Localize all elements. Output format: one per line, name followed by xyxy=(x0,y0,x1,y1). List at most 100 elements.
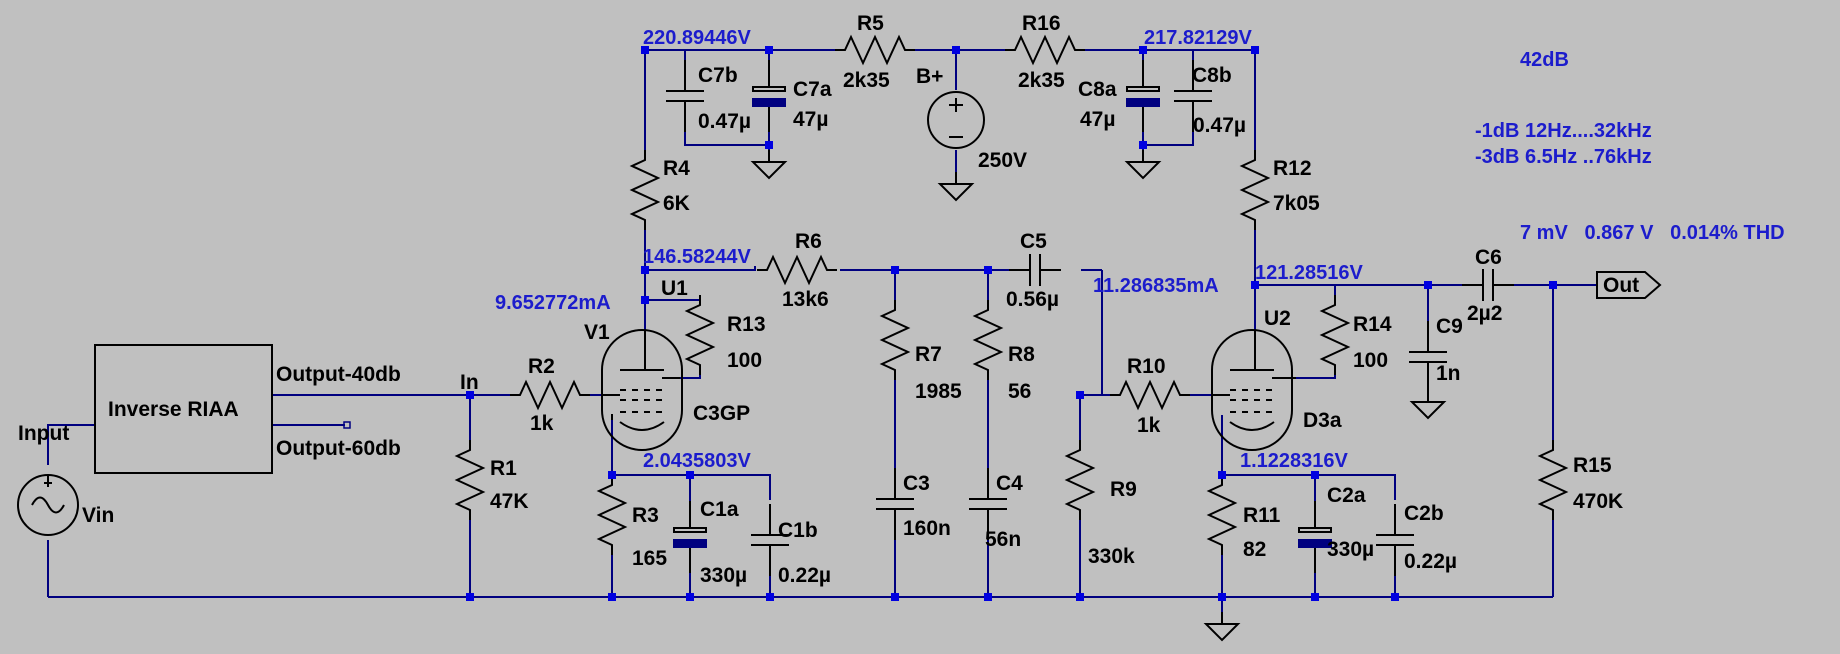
annotations: 220.89446V 217.82129V 146.58244V 121.285… xyxy=(495,27,1785,472)
r14-name: R14 xyxy=(1353,313,1392,336)
r8-name: R8 xyxy=(1008,343,1035,366)
v1-name: V1 xyxy=(584,321,610,344)
resistor-r14: R14 100 xyxy=(1321,294,1392,376)
resistor-r3: R3 165 xyxy=(598,474,667,570)
c2b-name: C2b xyxy=(1404,502,1444,525)
c1a-value: 330µ xyxy=(700,564,747,587)
r4-name: R4 xyxy=(663,157,690,180)
r13-value: 100 xyxy=(727,349,762,372)
r12-name: R12 xyxy=(1273,157,1312,180)
v-top-left: 220.89446V xyxy=(643,27,752,49)
r3-value: 165 xyxy=(632,547,667,570)
input-label: Input xyxy=(18,422,69,445)
v1-ref: U1 xyxy=(661,277,688,300)
r6-value: 13k6 xyxy=(782,288,829,311)
c1b-value: 0.22µ xyxy=(778,564,831,587)
capacitor-c8b: C8b 0.47µ xyxy=(1173,59,1246,137)
v-cathode-u2: 1.1228316V xyxy=(1240,450,1349,472)
r1-name: R1 xyxy=(490,457,517,480)
c1a-name: C1a xyxy=(700,498,739,521)
c6-name: C6 xyxy=(1475,246,1502,269)
resistor-r12: R12 7k05 xyxy=(1241,149,1320,231)
c4-name: C4 xyxy=(996,472,1023,495)
bplus-name: B+ xyxy=(916,65,943,88)
output-40db-label: Output-40db xyxy=(276,363,401,386)
capacitor-c3: C3 160n xyxy=(875,467,951,541)
r10-name: R10 xyxy=(1127,355,1166,378)
c9-name: C9 xyxy=(1436,315,1463,338)
capacitor-c7b: C7b 0.47µ xyxy=(665,59,751,133)
c2b-value: 0.22µ xyxy=(1404,550,1457,573)
v2-type: D3a xyxy=(1303,409,1342,432)
r5-name: R5 xyxy=(857,12,884,35)
r2-value: 1k xyxy=(530,412,554,435)
v1-type: C3GP xyxy=(693,402,750,425)
gain-note: 42dB xyxy=(1520,49,1569,71)
capacitor-c2a: C2a 330µ xyxy=(1298,484,1374,574)
v-plate-u1: 146.58244V xyxy=(643,246,752,268)
out-label: Out xyxy=(1603,274,1639,297)
r10-value: 1k xyxy=(1137,414,1161,437)
r2-name: R2 xyxy=(528,355,555,378)
r6-name: R6 xyxy=(795,230,822,253)
r8-value: 56 xyxy=(1008,380,1031,403)
r9-name: R9 xyxy=(1110,478,1137,501)
resistor-r8: R8 56 xyxy=(974,299,1035,403)
c3-name: C3 xyxy=(903,472,930,495)
i-u1: 9.652772mA xyxy=(495,292,611,314)
inverse-riaa-block: Inverse RIAA Output-40db Output-60db xyxy=(94,344,401,474)
bandwidth-3db: -3dB 6.5Hz ..76kHz xyxy=(1475,146,1652,168)
r13-name: R13 xyxy=(727,313,766,336)
i-u2: 11.286835mA xyxy=(1093,275,1219,297)
tube-v1: U1 V1 C3GP xyxy=(584,277,750,451)
c7a-value: 47µ xyxy=(793,108,828,131)
r1-value: 47K xyxy=(490,490,529,513)
vin-name: Vin xyxy=(82,504,114,527)
r16-value: 2k35 xyxy=(1018,69,1065,92)
c7b-value: 0.47µ xyxy=(698,110,751,133)
in-net-label: In xyxy=(460,371,479,394)
capacitor-c1a: C1a 330µ xyxy=(673,498,747,587)
c8b-value: 0.47µ xyxy=(1193,114,1246,137)
c1b-name: C1b xyxy=(778,519,818,542)
r14-value: 100 xyxy=(1353,349,1388,372)
c8a-name: C8a xyxy=(1078,78,1117,101)
resistor-r6: R6 13k6 xyxy=(756,230,838,311)
resistor-r5: R5 2k35 xyxy=(834,12,916,92)
r12-value: 7k05 xyxy=(1273,192,1320,215)
c2a-name: C2a xyxy=(1327,484,1366,507)
c8b-name: C8b xyxy=(1192,64,1232,87)
r11-name: R11 xyxy=(1243,504,1281,527)
resistor-r13: R13 100 xyxy=(686,294,766,376)
r16-name: R16 xyxy=(1022,12,1061,35)
v2-ref: U2 xyxy=(1264,307,1291,330)
r5-value: 2k35 xyxy=(843,69,890,92)
capacitor-c1b: C1b 0.22µ xyxy=(750,503,831,587)
bandwidth-1db: -1dB 12Hz....32kHz xyxy=(1475,120,1652,142)
v-plate-u2: 121.28516V xyxy=(1255,262,1364,284)
c3-value: 160n xyxy=(903,517,951,540)
c2a-value: 330µ xyxy=(1327,538,1374,561)
output-60db-label: Output-60db xyxy=(276,437,401,460)
junction-dots xyxy=(466,46,1557,601)
distortion-note: 7 mV 0.867 V 0.014% THD xyxy=(1520,222,1785,244)
c7a-name: C7a xyxy=(793,78,832,101)
r3-name: R3 xyxy=(632,504,659,527)
capacitor-c2b: C2b 0.22µ xyxy=(1375,502,1457,577)
out-port: Out xyxy=(1596,271,1662,299)
resistor-r10: R10 1k xyxy=(1109,355,1191,437)
c7b-name: C7b xyxy=(698,64,738,87)
capacitor-c5: C50.56µ xyxy=(1006,230,1062,311)
r15-name: R15 xyxy=(1573,454,1612,477)
r11-value: 82 xyxy=(1243,538,1266,561)
